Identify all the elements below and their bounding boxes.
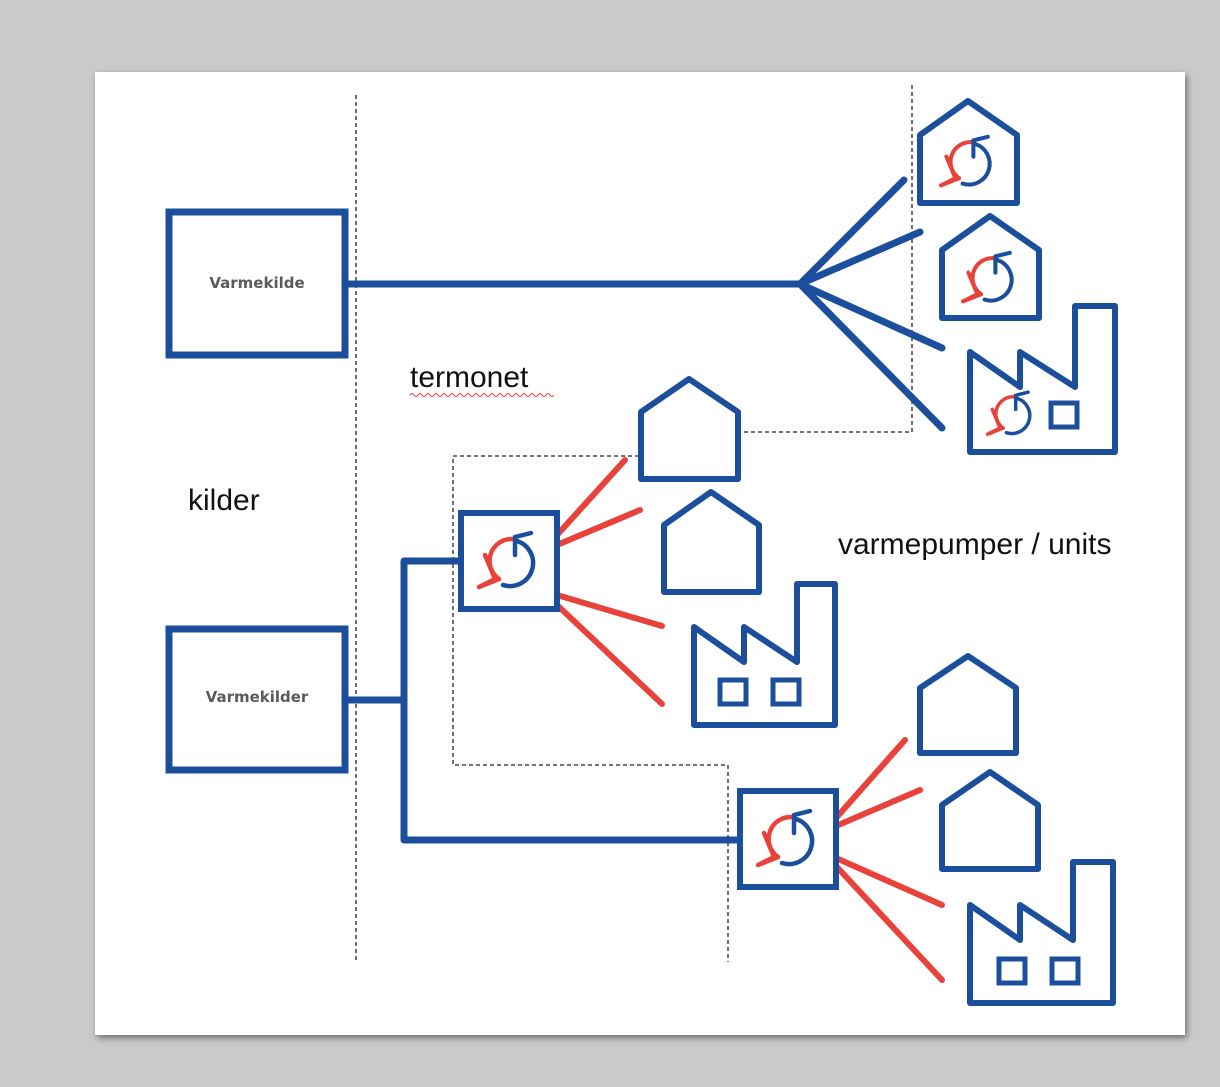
factory-icon <box>691 581 838 728</box>
divider-lines <box>355 85 913 962</box>
house-icon <box>661 489 762 595</box>
bottom-source-box: Varmekilder <box>165 625 349 774</box>
grid-region-label-group: termonet <box>409 361 555 397</box>
house-icon <box>917 98 1020 206</box>
top-source-label: Varmekilde <box>209 274 304 292</box>
top-pipe <box>344 176 946 432</box>
house-icon <box>917 653 1019 756</box>
house-icon <box>638 376 741 482</box>
spellcheck-underline <box>409 393 555 397</box>
house-icon <box>939 769 1041 872</box>
units-region-label: varmepumper / units <box>838 528 1111 561</box>
top-source-box: Varmekilde <box>165 208 349 359</box>
factory-icon <box>967 303 1118 455</box>
factory-icon <box>967 859 1116 1006</box>
bottom-source-label: Varmekilder <box>206 688 309 706</box>
heat-pump-unit-2 <box>737 737 945 983</box>
heat-pump-unit-1 <box>458 457 665 707</box>
bottom-pipes <box>341 557 744 844</box>
house-icon <box>939 213 1042 321</box>
sources-region-label: kilder <box>188 484 260 517</box>
divider-top-units <box>452 85 913 962</box>
grid-region-label: termonet <box>410 361 529 394</box>
